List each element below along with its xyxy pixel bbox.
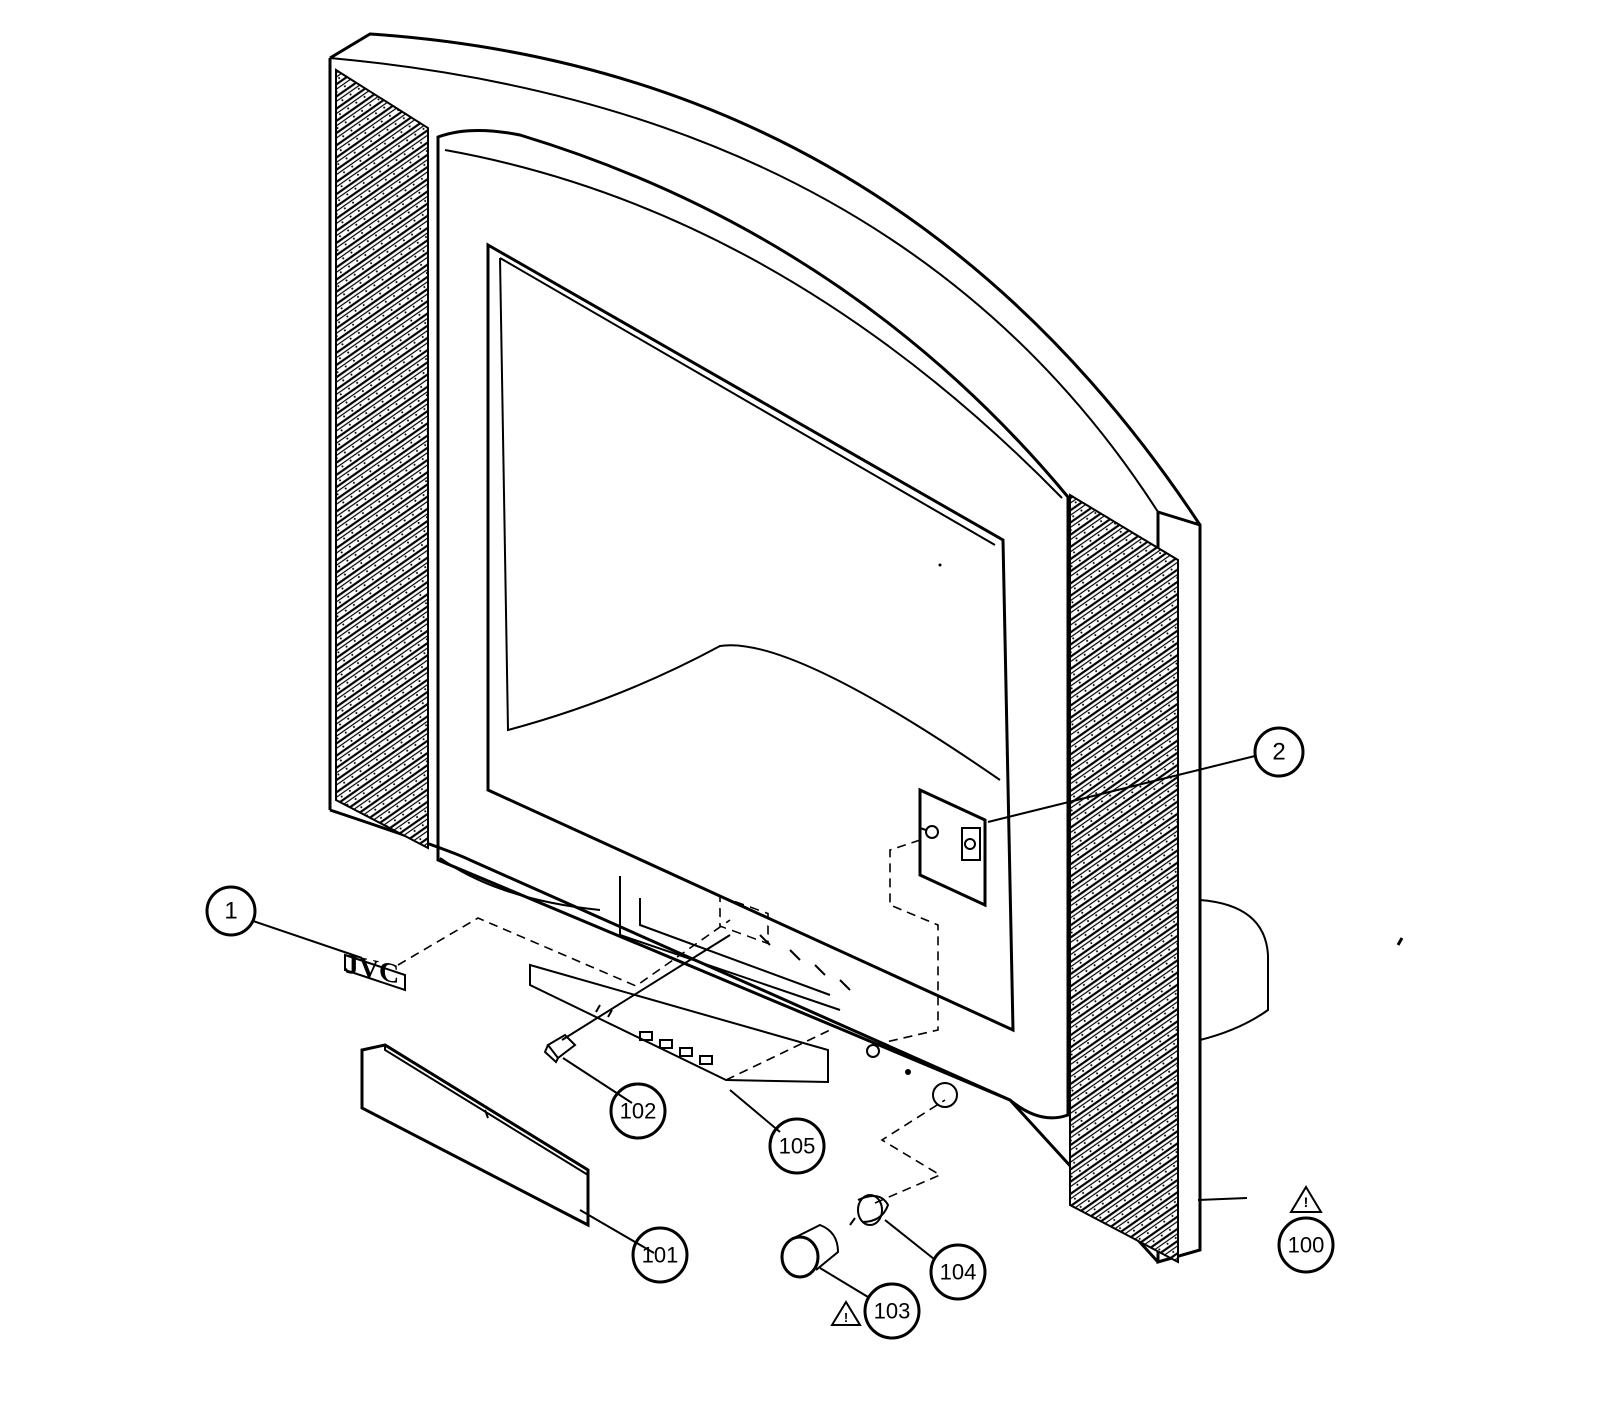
left-speaker-grille: [335, 68, 429, 850]
callout-100-label: 100: [1288, 1233, 1325, 1258]
leader-lines: [252, 755, 1256, 1298]
callout-101: 101: [631, 1226, 689, 1284]
emblem-dash-line: [397, 917, 731, 987]
mounting-bracket: [918, 787, 987, 908]
callout-105-label: 105: [779, 1134, 816, 1159]
button-spring: [849, 1194, 890, 1226]
callout-1: 1: [205, 885, 257, 937]
callout-103-label: 103: [874, 1299, 911, 1324]
callout-2-label: 2: [1272, 739, 1285, 766]
stray-mark: [1396, 937, 1404, 946]
callout-100: 100 !: [1277, 1185, 1335, 1274]
svg-text:!: !: [1304, 1194, 1309, 1210]
bracket-dash-line: [872, 839, 939, 1046]
callout-2: 2: [1253, 726, 1305, 778]
screen-bezel: [436, 129, 1070, 1120]
control-panel-recess: [619, 876, 958, 1108]
callout-103: 103 !: [830, 1282, 921, 1340]
callout-104: 104: [929, 1243, 987, 1301]
right-speaker-grille: [1069, 493, 1179, 1264]
board-dash-line: [725, 1029, 831, 1081]
warning-triangle-icon: !: [830, 1300, 862, 1326]
svg-text:!: !: [844, 1310, 848, 1325]
callout-101-label: 101: [642, 1243, 679, 1268]
front-cabinet: [328, 32, 1269, 1264]
callout-104-label: 104: [940, 1260, 977, 1285]
callout-102-label: 102: [620, 1099, 657, 1124]
power-button: [780, 1223, 840, 1279]
led-lens-part: [543, 1033, 577, 1064]
warning-triangle-icon: !: [1289, 1185, 1323, 1213]
stray-dot: [938, 563, 942, 567]
callout-102: 102: [609, 1082, 667, 1140]
callout-105: 105: [768, 1117, 826, 1175]
button-dash-line: [874, 1099, 946, 1204]
front-door-panel: [360, 1043, 590, 1228]
control-board: [529, 963, 829, 1084]
callout-1-label: 1: [224, 898, 237, 925]
lens-leader-line: [561, 934, 731, 1041]
